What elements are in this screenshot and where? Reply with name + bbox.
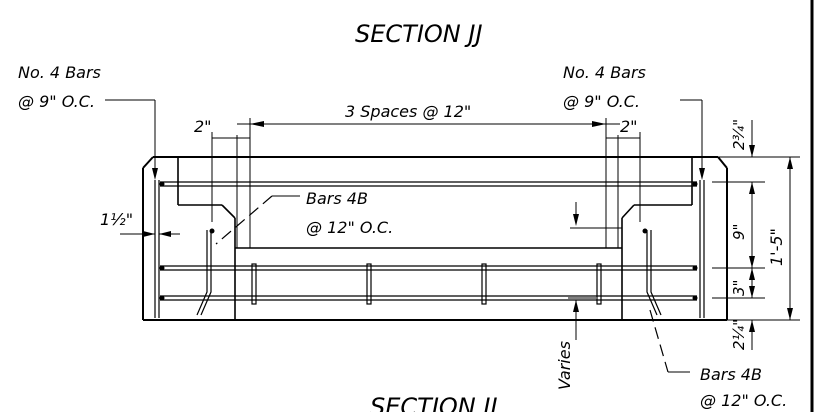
label-dim-2-right: 2" [620,117,638,136]
label-no4-spacing-left: @ 9" O.C. [18,92,95,111]
label-bars4b-top-spacing: @ 12" O.C. [306,218,393,237]
label-dim-9in: 9" [730,224,748,240]
label-dim-1ft-5in: 1'-5" [767,228,786,266]
channel-outline [177,157,693,320]
section-title-top: SECTION JJ [355,20,483,48]
label-bars4b-bottom: Bars 4B [700,365,762,384]
reinforcement [154,180,705,318]
slab-outline [142,156,728,321]
label-3-spaces: 3 Spaces @ 12" [345,102,471,121]
label-bars4b-bottom-spacing: @ 12" O.C. [700,391,787,410]
label-dim-1-5in: 1½" [100,210,133,229]
label-dim-2-left: 2" [194,117,212,136]
label-bars4b-top: Bars 4B [306,189,368,208]
label-no4-bars-right: No. 4 Bars [563,63,646,82]
label-no4-spacing-right: @ 9" O.C. [563,92,640,111]
section-title-bottom: SECTION JJ [370,393,498,412]
label-dim-2-25in: 2¼" [730,319,748,350]
label-varies: Varies [555,341,574,390]
label-dim-2-75in: 2¾" [730,119,748,150]
label-dim-3in: 3" [730,280,748,296]
label-no4-bars-left: No. 4 Bars [18,63,101,82]
dimensions [105,99,800,373]
